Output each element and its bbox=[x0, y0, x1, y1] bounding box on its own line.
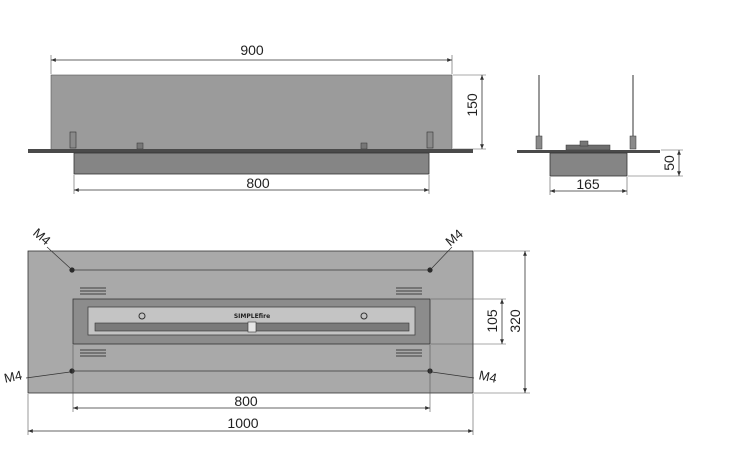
glass-left-bracket bbox=[69, 131, 77, 149]
front-insert-width-label: 800 bbox=[246, 175, 270, 191]
screw-hole-bottom-left bbox=[69, 368, 75, 374]
burner-knob-right bbox=[360, 142, 368, 150]
screw-hole-top-right bbox=[427, 267, 433, 273]
glass-panel bbox=[50, 74, 453, 151]
screw-leader-top-left bbox=[46, 246, 71, 269]
slot-center-divider bbox=[247, 321, 257, 333]
front-height-label: 150 bbox=[464, 93, 480, 117]
screw-label-top-right: M4 bbox=[442, 226, 465, 249]
side-width-label: 165 bbox=[576, 176, 600, 192]
top-view: SIMPLEfire M4 M4 M4 M4 105 320 800 1000 bbox=[3, 225, 530, 435]
burner-knob-left bbox=[136, 142, 144, 150]
side-bracket-left bbox=[535, 135, 543, 150]
burner-hole-left bbox=[138, 312, 146, 320]
glass-right-bracket bbox=[426, 131, 434, 149]
vent-top-right bbox=[396, 287, 422, 295]
side-view: 50 165 bbox=[517, 75, 683, 195]
top-flange bbox=[28, 149, 473, 153]
insert-height-label: 105 bbox=[484, 309, 500, 333]
brand-logo-text: SIMPLEfire bbox=[234, 313, 270, 320]
screw-hole-top-left bbox=[69, 267, 75, 273]
plate-height-label: 320 bbox=[507, 309, 523, 333]
side-knob bbox=[579, 140, 589, 147]
front-width-label: 900 bbox=[240, 42, 264, 58]
screw-label-bottom-left: M4 bbox=[3, 367, 24, 385]
vent-bottom-right bbox=[396, 349, 422, 357]
side-insert-body bbox=[549, 152, 628, 177]
insert-body bbox=[73, 152, 430, 175]
side-bracket-right bbox=[629, 135, 637, 150]
side-flange bbox=[517, 150, 660, 153]
plate-width-label: 1000 bbox=[227, 415, 258, 431]
side-height-label: 50 bbox=[661, 155, 677, 171]
front-view: 900 150 800 bbox=[28, 42, 486, 194]
screw-leader-bottom-right bbox=[431, 371, 475, 379]
screw-leader-top-right bbox=[431, 246, 453, 269]
screw-label-bottom-right: M4 bbox=[478, 367, 499, 385]
burner-hole-right bbox=[360, 312, 368, 320]
vent-top-left bbox=[80, 287, 106, 295]
screw-leader-bottom-left bbox=[25, 371, 71, 379]
screw-label-top-left: M4 bbox=[30, 225, 53, 248]
vent-bottom-left bbox=[80, 349, 106, 357]
top-insert-width-label: 800 bbox=[234, 393, 258, 409]
